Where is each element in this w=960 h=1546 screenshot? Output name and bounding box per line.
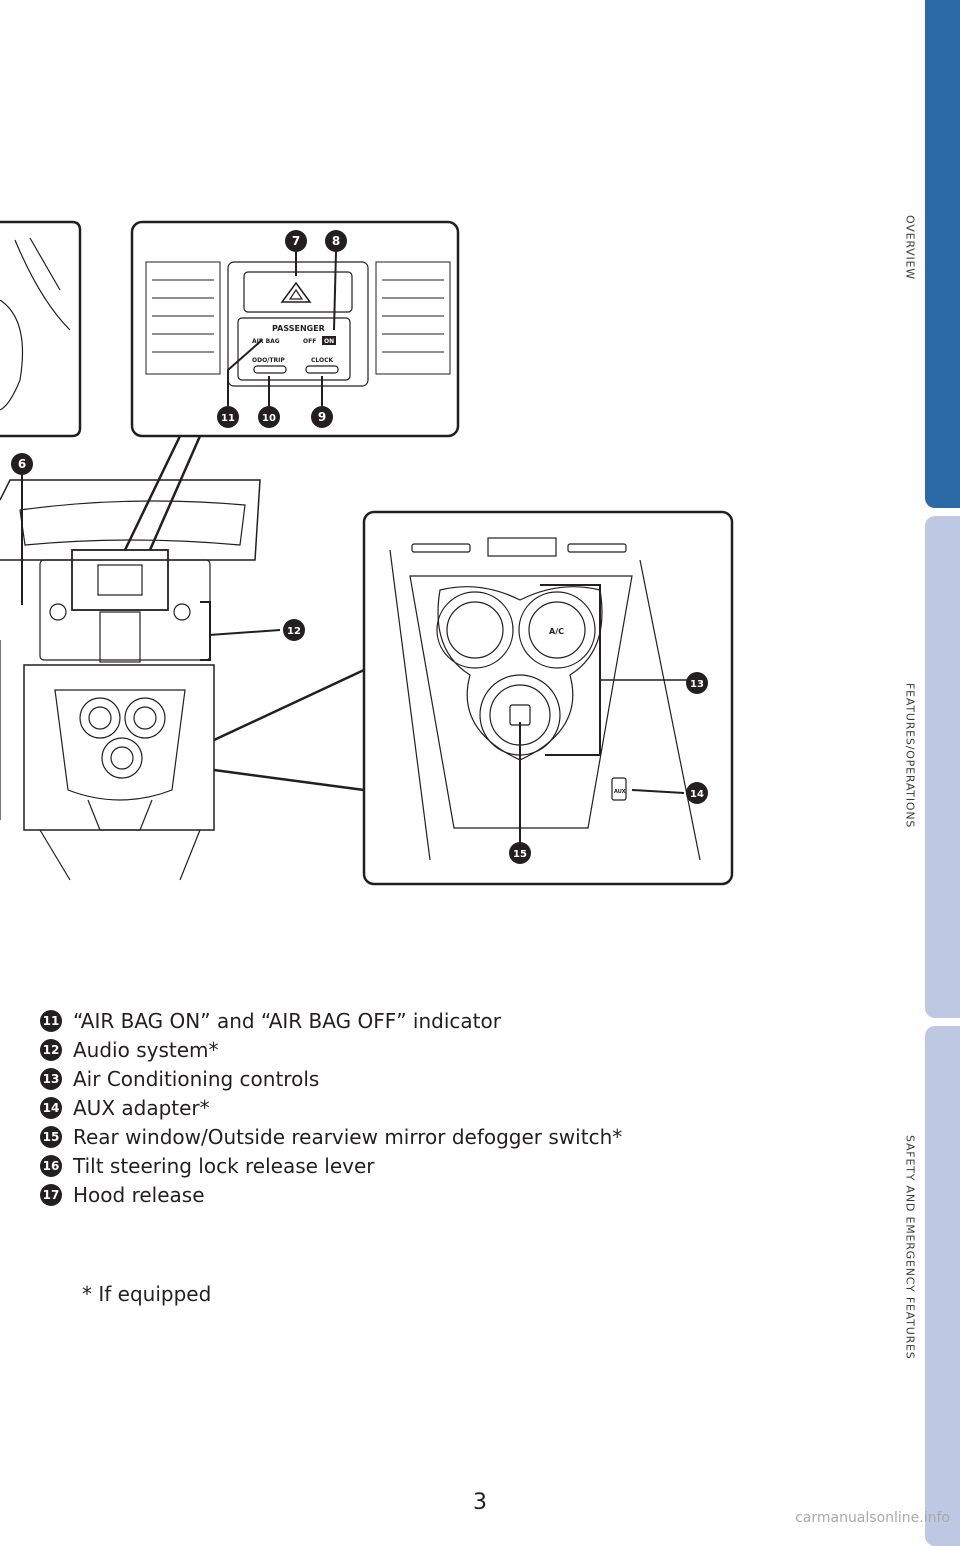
legend-text: Air Conditioning controls bbox=[73, 1067, 320, 1091]
callout-6: 6 bbox=[18, 457, 26, 471]
page-number: 3 bbox=[473, 1490, 487, 1515]
callout-14: 14 bbox=[690, 789, 704, 800]
section-tabs bbox=[925, 0, 960, 1546]
legend-text: Rear window/Outside rearview mirror defo… bbox=[73, 1125, 623, 1149]
tab-features-operations[interactable] bbox=[925, 516, 960, 1018]
clock-label: CLOCK bbox=[311, 357, 334, 364]
odo-trip-label: ODO/TRIP bbox=[252, 357, 285, 364]
legend-badge: 17 bbox=[40, 1184, 62, 1206]
callout-8: 8 bbox=[332, 234, 340, 248]
legend-text: Tilt steering lock release lever bbox=[73, 1154, 375, 1178]
callout-11: 11 bbox=[221, 413, 235, 424]
legend-badge: 11 bbox=[40, 1010, 62, 1032]
callout-12: 12 bbox=[287, 626, 301, 637]
ac-label: A/C bbox=[549, 627, 564, 636]
airbag-label: AIR BAG bbox=[252, 338, 280, 345]
aux-label: AUX bbox=[614, 789, 626, 795]
off-label: OFF bbox=[303, 338, 316, 345]
legend-badge: 15 bbox=[40, 1126, 62, 1148]
legend-text: Hood release bbox=[73, 1183, 205, 1207]
legend-badge: 16 bbox=[40, 1155, 62, 1177]
watermark: carmanualsonline.info bbox=[795, 1510, 950, 1526]
callout-9: 9 bbox=[318, 410, 326, 424]
callout-7: 7 bbox=[292, 234, 300, 248]
dashboard-illustration: 7 8 9 10 11 6 12 13 14 15 PASSENGER AIR … bbox=[0, 220, 734, 886]
passenger-label: PASSENGER bbox=[272, 324, 325, 333]
tab-safety-emergency[interactable] bbox=[925, 1026, 960, 1546]
footnote: * If equipped bbox=[82, 1282, 212, 1306]
on-label: ON bbox=[324, 338, 334, 345]
legend-badge: 14 bbox=[40, 1097, 62, 1119]
tab-features-label: FEATURES/OPERATIONS bbox=[903, 683, 917, 829]
legend-text: “AIR BAG ON” and “AIR BAG OFF” indicator bbox=[73, 1009, 501, 1033]
callout-13: 13 bbox=[690, 679, 704, 690]
legend-badge: 13 bbox=[40, 1068, 62, 1090]
tab-overview[interactable] bbox=[925, 0, 960, 508]
legend-badge: 12 bbox=[40, 1039, 62, 1061]
legend-text: AUX adapter* bbox=[73, 1096, 210, 1120]
tab-safety-label: SAFETY AND EMERGENCY FEATURES bbox=[903, 1135, 917, 1360]
callout-10: 10 bbox=[262, 413, 276, 424]
callout-15: 15 bbox=[513, 849, 527, 860]
tab-overview-label: OVERVIEW bbox=[903, 215, 917, 280]
legend-text: Audio system* bbox=[73, 1038, 219, 1062]
